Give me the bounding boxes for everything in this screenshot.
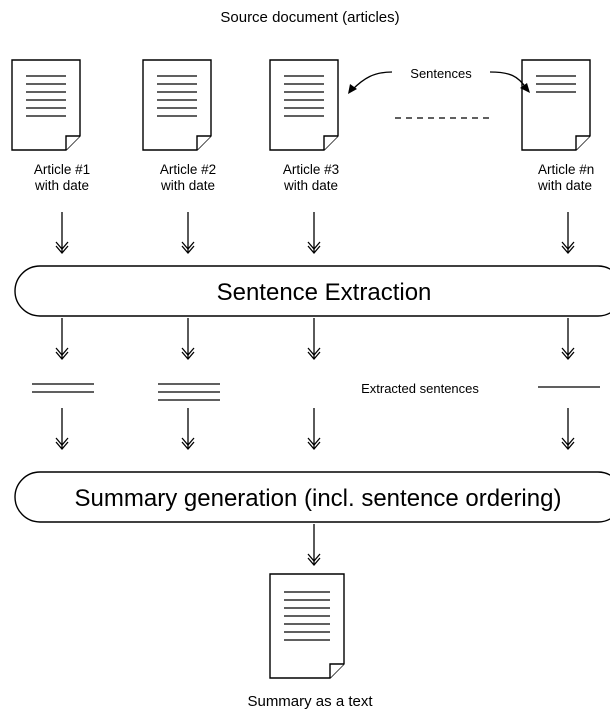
arrow-extract-n-down [561, 317, 575, 360]
arrow-article-n-down [561, 211, 575, 254]
article-n-document-icon [521, 59, 591, 151]
article-2-title: Article #2 [160, 162, 216, 177]
arrow-gen-3-down [307, 407, 321, 450]
arrow-extract-3-down [307, 317, 321, 360]
summary-generation-label: Summary generation (incl. sentence order… [75, 485, 562, 512]
arrow-summary-down [307, 523, 321, 566]
article-3-title: Article #3 [283, 162, 339, 177]
summary-document-icon [269, 573, 345, 679]
arrow-gen-1-down [55, 407, 69, 450]
article-1-date: with date [34, 178, 89, 193]
article-n-date: with date [537, 178, 592, 193]
summary-generation-box [14, 471, 610, 523]
sentence-extraction-label: Sentence Extraction [217, 279, 432, 306]
article-2-document-icon [142, 59, 212, 151]
sentences-label: Sentences [410, 66, 472, 81]
extracted-sentences-1 [32, 383, 94, 393]
arrow-gen-2-down [181, 407, 195, 450]
sentence-extraction-box [14, 265, 610, 317]
extracted-sentences-label: Extracted sentences [361, 381, 479, 396]
extracted-sentences-2 [158, 383, 220, 401]
arrow-gen-n-down [561, 407, 575, 450]
summary-label: Summary as a text [247, 693, 373, 710]
arrow-extract-2-down [181, 317, 195, 360]
article-1-document-icon [11, 59, 81, 151]
article-2-date: with date [160, 178, 215, 193]
arrow-article-3-down [307, 211, 321, 254]
arrow-extract-1-down [55, 317, 69, 360]
article-3-document-icon [269, 59, 339, 151]
sentences-arrow-right [489, 71, 527, 89]
article-1-title: Article #1 [34, 162, 90, 177]
arrow-article-2-down [181, 211, 195, 254]
article-n-title: Article #n [538, 162, 594, 177]
sentences-arrow-left [351, 71, 393, 91]
arrow-article-1-down [55, 211, 69, 254]
diagram-title: Source document (articles) [220, 9, 399, 26]
article-3-date: with date [283, 178, 338, 193]
